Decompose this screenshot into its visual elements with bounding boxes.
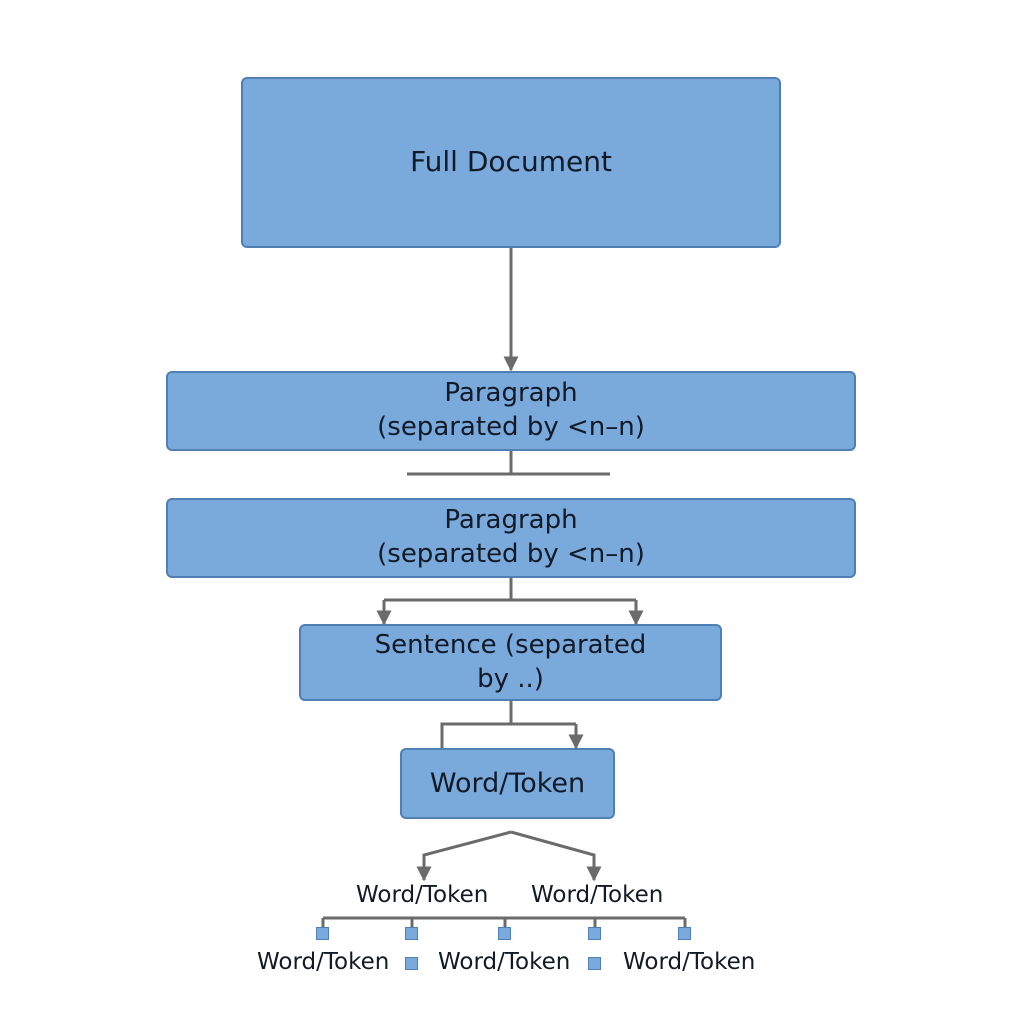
token-square (678, 927, 691, 940)
sentence-box: Sentence (separated by ..) (299, 624, 722, 701)
sentence-separator-label: by ..) (477, 663, 544, 694)
paragraph-separator-label: (separated by <n–n) (377, 539, 645, 569)
word-token-box: Word/Token (400, 748, 615, 819)
full-document-label: Full Document (410, 145, 612, 179)
connector-sentence-bracket (440, 722, 576, 748)
token-square (316, 927, 329, 940)
arrow-word-left (416, 830, 512, 882)
word-token-label: Word/Token (438, 949, 571, 975)
word-token-label: Word/Token (257, 949, 390, 975)
paragraph-label: Paragraph (444, 505, 578, 536)
word-token-label: Word/Token (623, 949, 756, 975)
full-document-box: Full Document (241, 77, 781, 248)
token-square (498, 927, 511, 940)
arrow-word-right (510, 830, 602, 882)
token-square (588, 957, 601, 970)
word-token-label: Word/Token (531, 882, 664, 908)
token-square (405, 957, 418, 970)
paragraph-box: Paragraph (separated by <n–n) (166, 371, 856, 451)
paragraph-label: Paragraph (444, 378, 578, 409)
paragraph-box: Paragraph (separated by <n–n) (166, 498, 856, 578)
token-square (588, 927, 601, 940)
sentence-label: Sentence (separated (374, 629, 647, 660)
paragraph-separator-label: (separated by <n–n) (377, 412, 645, 442)
word-token-label: Word/Token (429, 767, 586, 799)
word-token-label: Word/Token (356, 882, 489, 908)
token-square (405, 927, 418, 940)
